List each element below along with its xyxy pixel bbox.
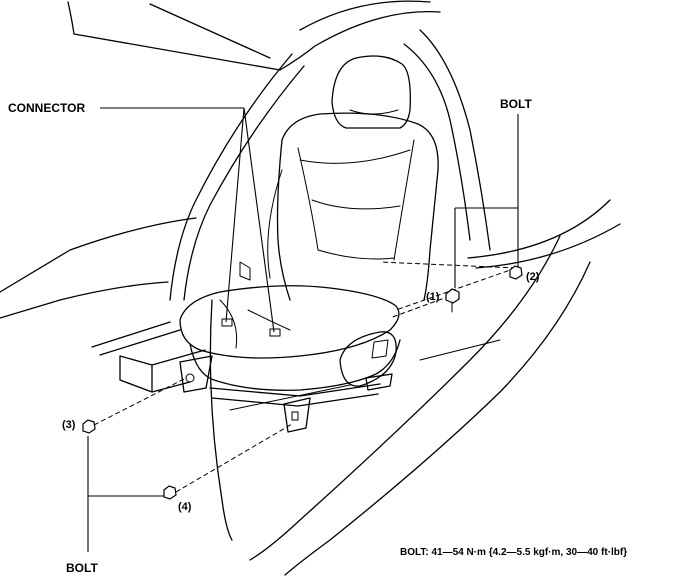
bolt-2-callout: (2) bbox=[526, 271, 540, 283]
bolt-position-lines bbox=[93, 261, 517, 493]
torque-spec-note: BOLT: 41—54 N·m {4.2—5.5 kgf·m, 30—40 ft… bbox=[400, 547, 627, 558]
bolt-1-icon bbox=[445, 288, 460, 313]
bolt-top-label: BOLT bbox=[500, 97, 532, 111]
leader-lines bbox=[87, 107, 519, 552]
vehicle-body-outline bbox=[0, 0, 621, 576]
bolt-4-icon bbox=[163, 485, 177, 500]
bolt-1-callout: (1) bbox=[426, 291, 440, 303]
seat-drawing bbox=[179, 55, 439, 433]
connector-label: CONNECTOR bbox=[8, 101, 85, 115]
bolt-2-icon bbox=[509, 265, 523, 280]
bolt-4-callout: (4) bbox=[178, 501, 192, 513]
bolt-3-icon bbox=[82, 419, 96, 434]
bolt-bottom-label: BOLT bbox=[66, 561, 98, 575]
bolt-3-callout: (3) bbox=[62, 419, 76, 431]
